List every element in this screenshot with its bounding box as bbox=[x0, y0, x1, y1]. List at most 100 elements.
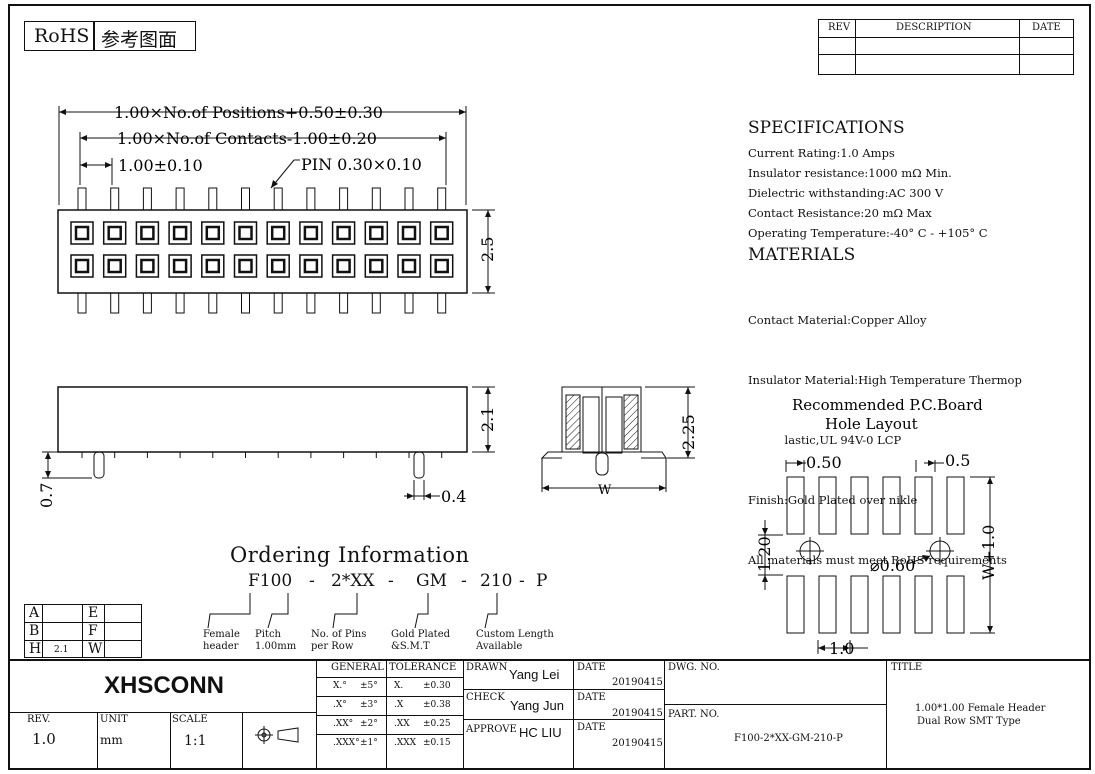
pcb-pad bbox=[786, 476, 805, 535]
order-label: Gold Plated bbox=[391, 629, 451, 640]
contact-cell-inner bbox=[107, 225, 122, 241]
contacts-formula: 1.00×No.of Contacts-1.00±0.20 bbox=[117, 129, 377, 148]
tolerance-value: X. bbox=[394, 681, 404, 691]
pin-lead bbox=[306, 187, 316, 211]
part-no-label: PART. NO. bbox=[668, 709, 720, 720]
contact-cell-inner bbox=[401, 258, 417, 274]
contact-cell bbox=[397, 221, 421, 245]
contact-cell-inner bbox=[74, 258, 90, 274]
title-line1: 1.00*1.00 Female Header bbox=[915, 703, 1046, 714]
reference-label: 参考图面 bbox=[101, 30, 178, 51]
pin-lead bbox=[175, 292, 185, 314]
code-part: P bbox=[536, 571, 548, 591]
pcb-pad bbox=[850, 575, 869, 634]
pin-lead bbox=[77, 187, 87, 211]
pcb-pad bbox=[914, 476, 933, 535]
height-top-dimension: 2.5 bbox=[478, 237, 497, 262]
tolerance-value: ±0.25 bbox=[423, 719, 451, 729]
spec-line: Dielectric withstanding:AC 300 V bbox=[748, 186, 944, 200]
date-label: DATE bbox=[577, 692, 606, 703]
contact-cell bbox=[266, 221, 290, 245]
pin-lead bbox=[175, 187, 185, 211]
pad-gap-dimension: 0.5 bbox=[945, 451, 970, 470]
pin-lead bbox=[77, 292, 87, 314]
pcb-pad bbox=[786, 575, 805, 634]
reference-badge: 参考图面 bbox=[94, 21, 196, 51]
pin-lead bbox=[110, 292, 120, 314]
contact-cell-inner bbox=[140, 225, 155, 241]
pin-lead bbox=[437, 292, 447, 314]
tolerance-value: .XXX° bbox=[333, 738, 360, 748]
pin-lead bbox=[241, 292, 250, 314]
total-width-dimension: W+1.0 bbox=[979, 525, 998, 580]
pin-lead bbox=[110, 187, 120, 211]
pin-lead bbox=[142, 187, 152, 211]
code-part: - bbox=[461, 571, 467, 591]
order-label: Custom Length bbox=[476, 629, 554, 640]
code-part: GM bbox=[416, 571, 447, 591]
rev-label: REV. bbox=[27, 714, 51, 725]
pcb-pad bbox=[850, 476, 869, 535]
contact-cell-inner bbox=[369, 258, 384, 274]
contact-cell bbox=[135, 221, 160, 245]
date-value: 20190415 bbox=[612, 708, 663, 719]
pin-lead bbox=[208, 292, 218, 314]
spec-line: Current Rating:1.0 Amps bbox=[748, 146, 895, 160]
code-part: 210 bbox=[480, 571, 513, 591]
pin-dimension: PIN 0.30×0.10 bbox=[301, 155, 422, 174]
contact-cell-inner bbox=[205, 258, 221, 274]
order-label: per Row bbox=[311, 641, 354, 652]
title-label: TITLE bbox=[891, 662, 923, 673]
pcb-pad bbox=[818, 575, 837, 634]
tolerance-value: ±1° bbox=[360, 738, 378, 748]
contact-cell bbox=[70, 221, 94, 245]
order-label: Available bbox=[476, 641, 523, 652]
check-name: Yang Jun bbox=[510, 698, 564, 713]
specifications-title: SPECIFICATIONS bbox=[748, 118, 905, 138]
code-part: 2*XX bbox=[331, 571, 375, 591]
code-part: - bbox=[388, 571, 394, 591]
contact-cell bbox=[201, 254, 225, 278]
rev-header: REV bbox=[828, 22, 851, 33]
tolerance-value: .X bbox=[394, 700, 404, 710]
pin-lead bbox=[142, 292, 152, 314]
contact-cell bbox=[102, 254, 127, 278]
pin-lead bbox=[437, 187, 447, 211]
drawing-frame bbox=[8, 4, 1091, 770]
contact-cell bbox=[364, 221, 389, 245]
contact-cell-inner bbox=[140, 258, 155, 274]
contact-cell bbox=[397, 254, 421, 278]
code-b: B bbox=[29, 623, 40, 639]
contact-cell-inner bbox=[434, 258, 449, 274]
tolerance-value: ±0.30 bbox=[423, 681, 451, 691]
tolerance-value: ±3° bbox=[360, 700, 378, 710]
scale-label: SCALE bbox=[172, 714, 208, 725]
contact-cell bbox=[201, 221, 225, 245]
tolerance-header: TOLERANCE bbox=[389, 662, 457, 673]
pin-lead bbox=[339, 187, 349, 211]
contact-cell-inner bbox=[303, 225, 319, 241]
unit-value: mm bbox=[100, 733, 123, 747]
contact-cell bbox=[364, 254, 389, 278]
code-part: F100 bbox=[248, 571, 293, 591]
ordering-title: Ordering Information bbox=[230, 543, 470, 567]
order-label: No. of Pins bbox=[311, 629, 367, 640]
material-line: Finish:Gold Plated over nikle bbox=[748, 493, 918, 507]
code-w: W bbox=[88, 641, 103, 657]
pin-lead bbox=[273, 292, 283, 314]
order-label: 1.00mm bbox=[255, 641, 297, 652]
contact-cell bbox=[168, 221, 192, 245]
pcb-pad bbox=[946, 575, 965, 634]
contact-cell-inner bbox=[172, 258, 188, 274]
contact-cell-inner bbox=[336, 225, 351, 241]
pin-lead bbox=[306, 292, 316, 314]
height-end-dimension: 2.25 bbox=[679, 414, 698, 450]
material-line: Contact Material:Copper Alloy bbox=[748, 313, 927, 327]
contact-cell-inner bbox=[74, 225, 90, 241]
pin-lead bbox=[241, 187, 250, 211]
code-h: H bbox=[29, 641, 42, 657]
pcb-pad bbox=[818, 476, 837, 535]
contact-cell-inner bbox=[270, 225, 286, 241]
date-label: DATE bbox=[577, 722, 606, 733]
contact-cell-inner bbox=[205, 225, 221, 241]
